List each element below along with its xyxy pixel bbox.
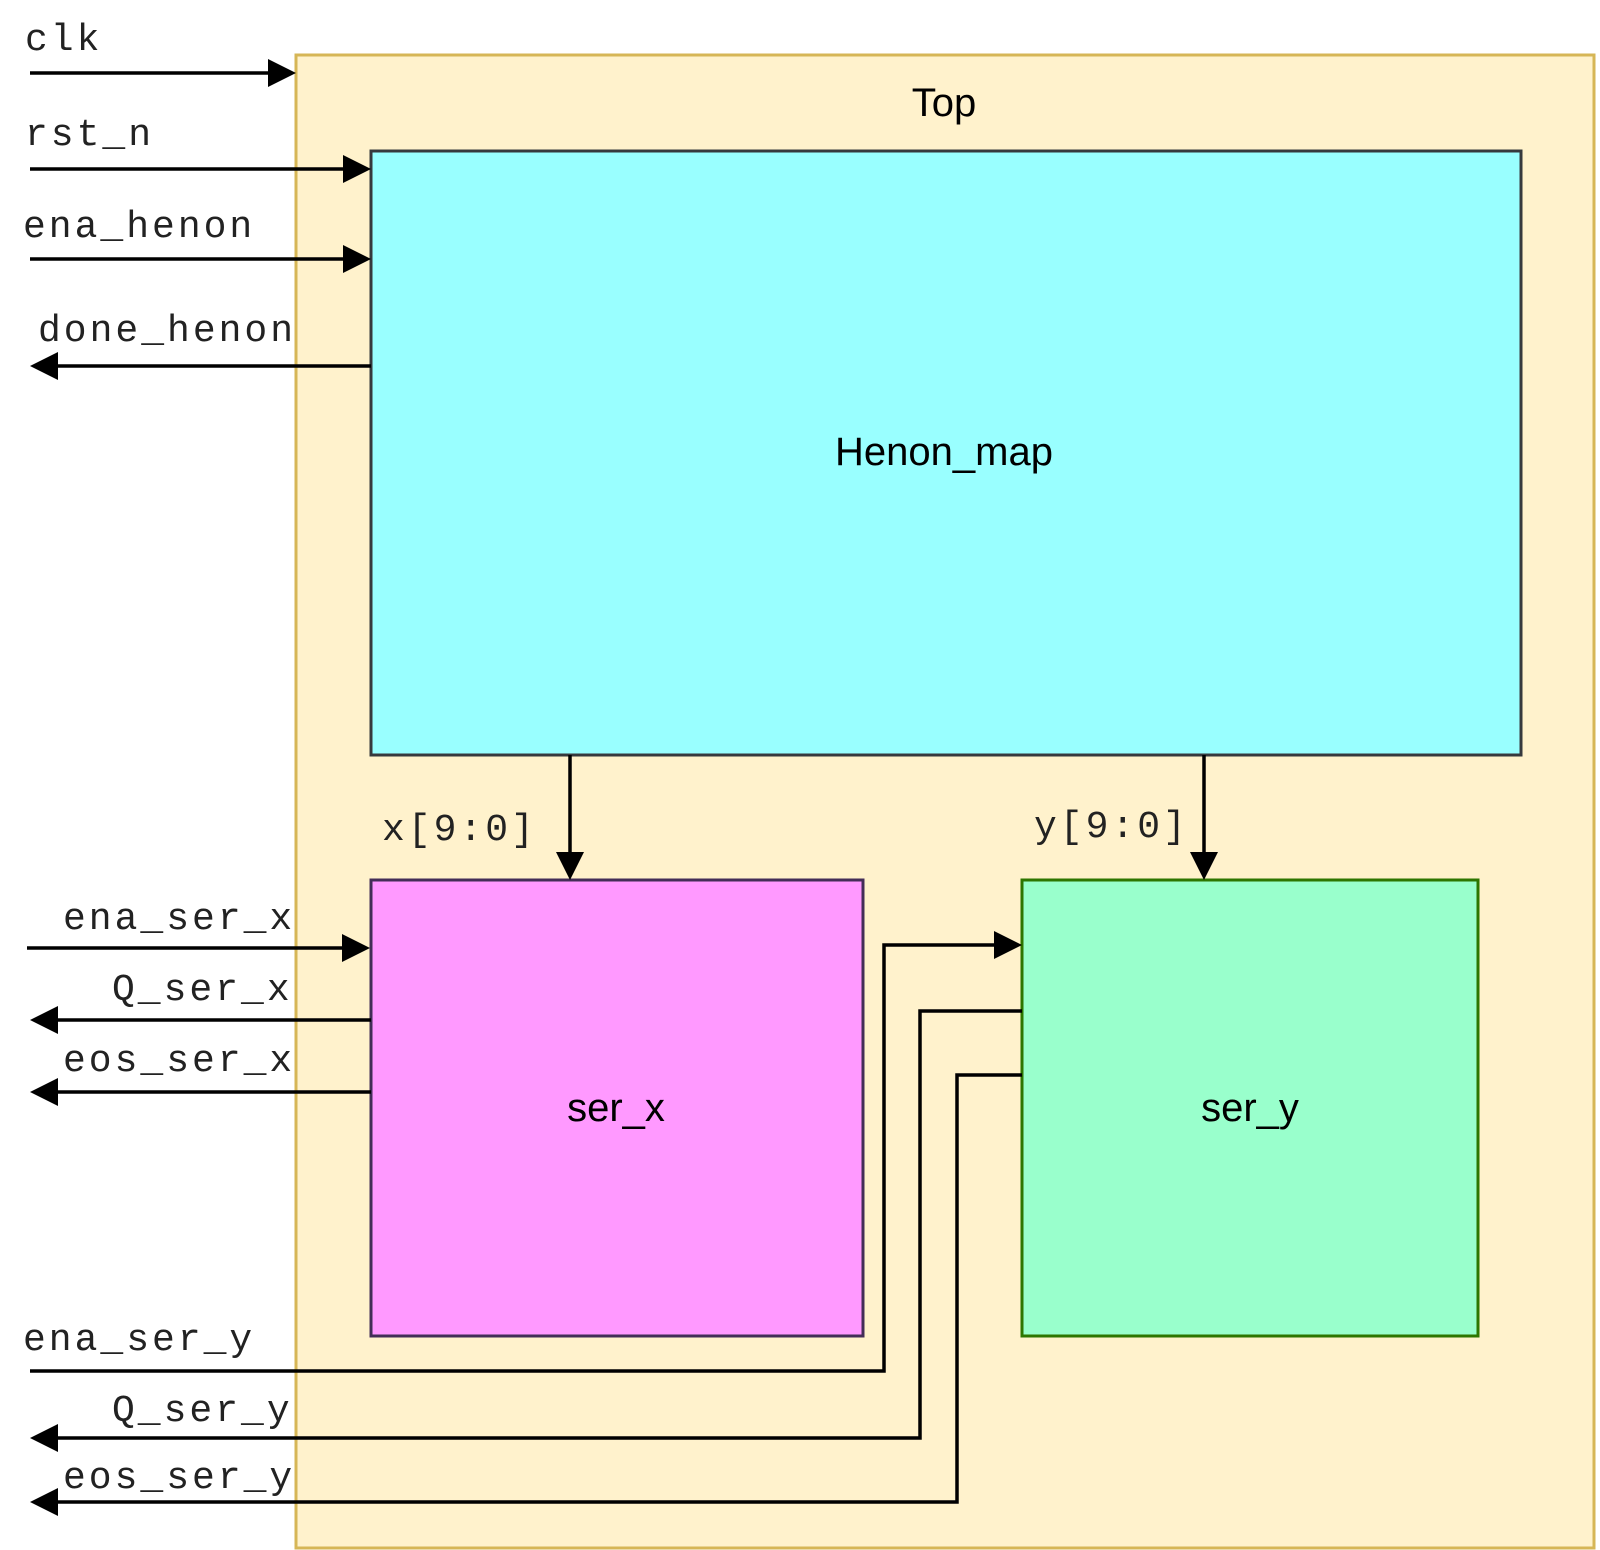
henon-map-label: Henon_map: [835, 430, 1053, 474]
arrowhead-clk: [268, 59, 296, 87]
arrowhead-done-henon: [30, 352, 58, 380]
port-label-done-henon: done_henon: [38, 310, 296, 353]
top-module-label: Top: [912, 81, 977, 125]
port-label-q-ser-y: Q_ser_y: [112, 1390, 293, 1433]
arrowhead-eos-ser-x: [30, 1078, 58, 1106]
arrowhead-ena-ser-x: [342, 934, 370, 962]
wire-eos-ser-y: [58, 1073, 1022, 1504]
arrowhead-eos-ser-y: [30, 1488, 58, 1516]
arrowhead-q-ser-x: [30, 1006, 58, 1034]
port-label-ena-henon: ena_henon: [23, 206, 255, 249]
henon-map-block: [369, 149, 1523, 757]
arrowhead-x-bus: [556, 852, 584, 880]
ser-y-block: [1020, 878, 1480, 1338]
port-label-ena-ser-y: ena_ser_y: [23, 1319, 255, 1362]
wire-ena-ser-y: [30, 943, 994, 1373]
ser-y-label: ser_y: [1201, 1086, 1299, 1130]
port-label-eos-ser-x: eos_ser_x: [63, 1040, 295, 1083]
arrowhead-ena-ser-y: [994, 931, 1022, 959]
ser-x-block: [369, 878, 865, 1338]
port-label-ena-ser-x: ena_ser_x: [63, 898, 295, 941]
port-label-eos-ser-y: eos_ser_y: [63, 1457, 295, 1500]
wire-q-ser-y: [58, 1009, 1022, 1440]
arrowhead-ena-henon: [343, 245, 371, 273]
ser-x-label: ser_x: [567, 1086, 665, 1130]
arrowhead-q-ser-y: [30, 1424, 58, 1452]
arrowhead-y-bus: [1190, 852, 1218, 880]
port-label-clk: clk: [25, 19, 102, 62]
arrowhead-rst-n: [343, 155, 371, 183]
bus-label-y: y[9:0]: [1034, 806, 1189, 849]
port-label-rst-n: rst_n: [25, 114, 154, 157]
bus-label-x: x[9:0]: [382, 809, 537, 852]
port-label-q-ser-x: Q_ser_x: [112, 969, 293, 1012]
